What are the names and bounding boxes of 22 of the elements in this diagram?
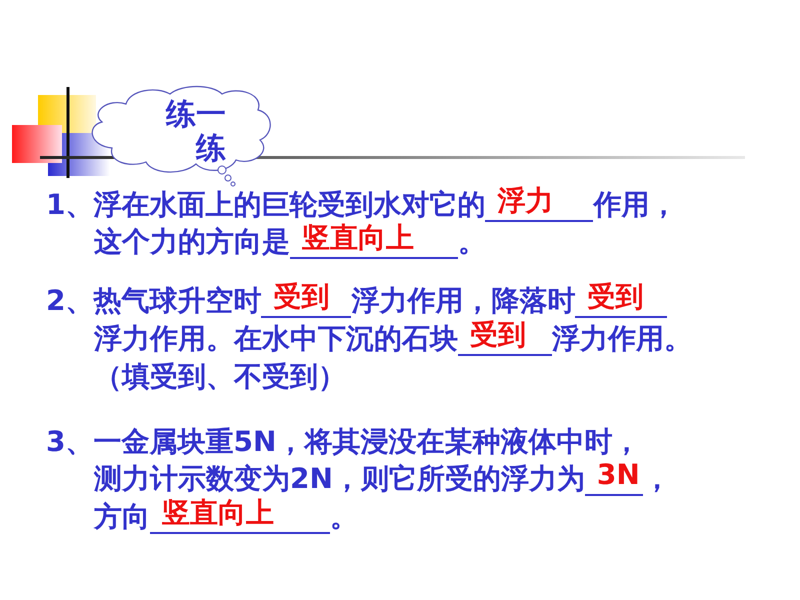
answer-text: 3N: [596, 460, 640, 490]
question-text: 。: [330, 500, 358, 534]
question-text: 浮力作用。在水中下沉的石块: [94, 322, 458, 356]
answer-text: 浮力: [497, 186, 554, 216]
answer-text: 竖直向上: [162, 498, 274, 528]
question-text: ，: [642, 462, 671, 496]
question-text: 测力计示数变为2N，则它所受的浮力为: [94, 462, 585, 496]
question-text: 这个力的方向是: [94, 225, 290, 259]
question-text: 1、浮在水面上的巨轮受到水对它的: [46, 188, 486, 222]
answer-text: 受到: [470, 320, 526, 350]
question-text: 方向: [94, 500, 150, 534]
question-text: 浮力作用。: [552, 322, 692, 356]
question-text: （填受到、不受到）: [94, 360, 346, 394]
answer-text: 受到: [273, 282, 330, 312]
question-text: 2、热气球升空时: [46, 284, 262, 318]
question-text: 3、一金属块重5N，将其浸没在某种液体中时，: [46, 425, 640, 459]
question-text: 浮力作用，降落时: [351, 284, 576, 318]
answer-text: 受到: [587, 282, 644, 312]
question-text: 作用，: [593, 188, 678, 222]
heading-text: 练一练: [164, 98, 226, 166]
answer-text: 竖直向上: [302, 223, 414, 253]
question-text: 。: [458, 225, 486, 259]
